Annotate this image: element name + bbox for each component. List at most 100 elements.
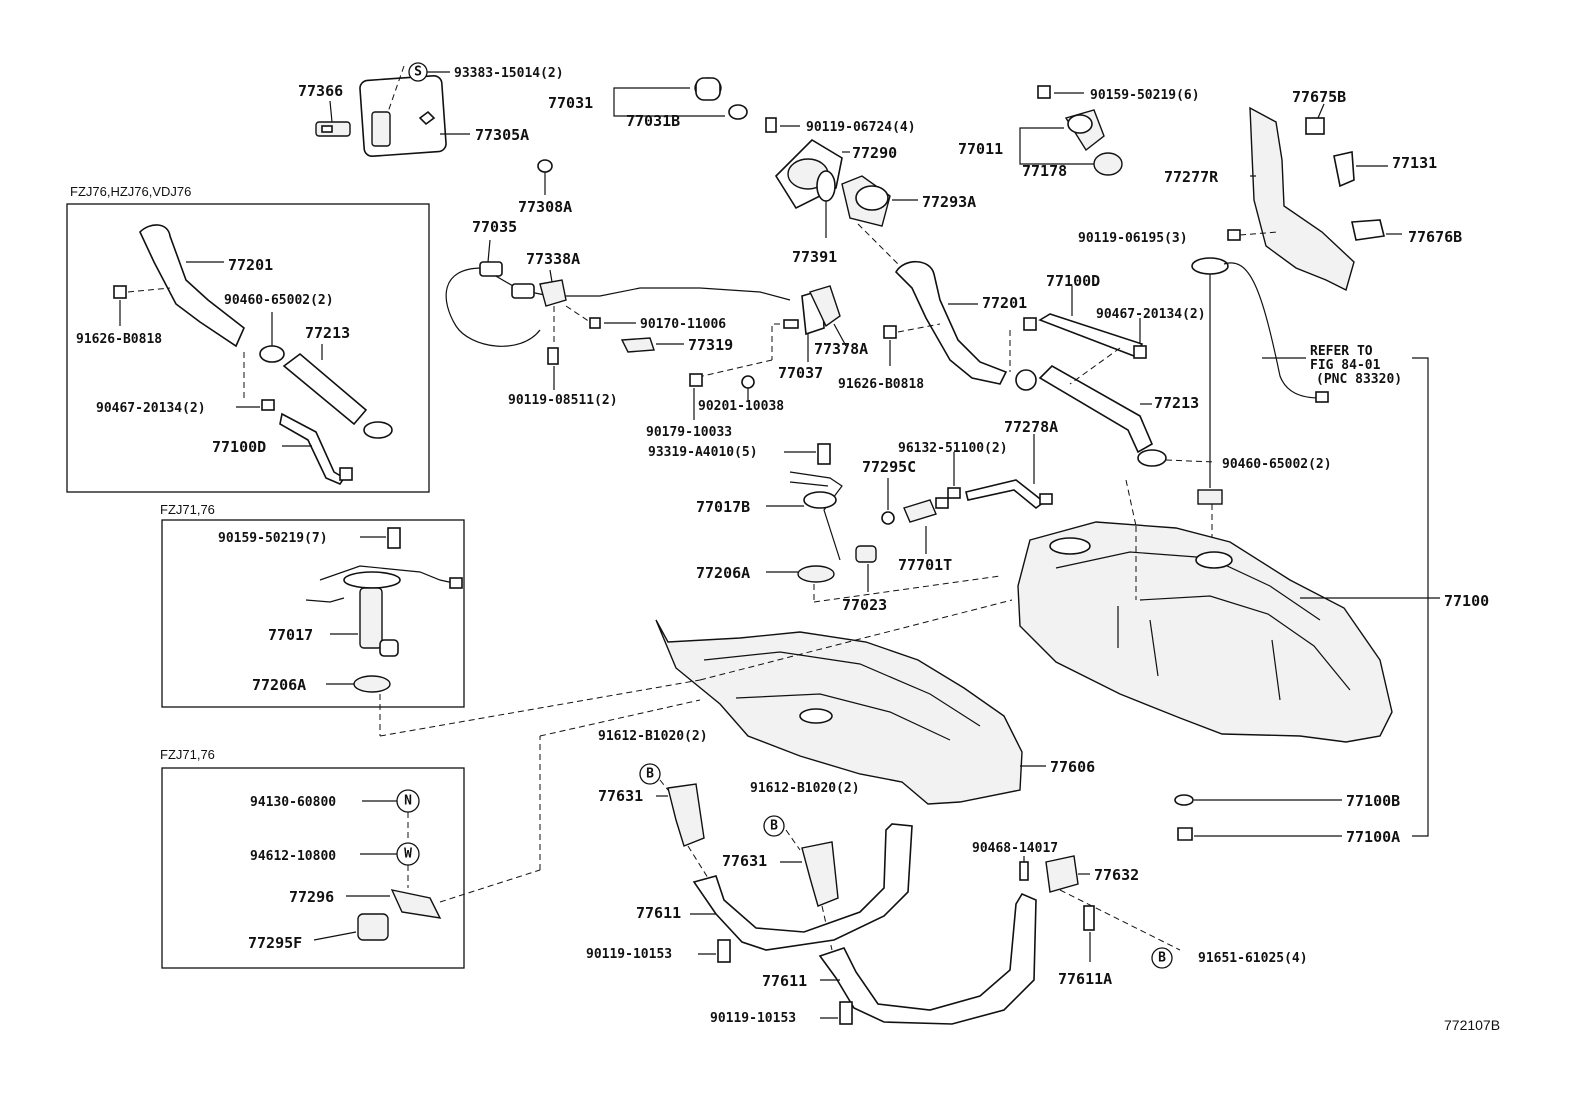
part-90119-06724-screw: 90119-06724(4) xyxy=(765,117,916,135)
part-77031-cap: 77031 77031B xyxy=(548,77,748,130)
label-77017B: 77017B xyxy=(696,498,750,516)
label-77308A: 77308A xyxy=(518,198,572,216)
part-77011-cap-assy: 90159-50219(6) 77011 77178 xyxy=(958,85,1200,180)
label-77305A: 77305A xyxy=(475,126,529,144)
part-77206A-gasket-main: 77206A xyxy=(696,564,835,583)
label-g1-90467-20134: 90467-20134(2) xyxy=(96,401,206,416)
label-g2-90159-50219: 90159-50219(7) xyxy=(218,531,328,546)
label-g3-77296: 77296 xyxy=(289,888,334,906)
label-77213-main: 77213 xyxy=(1154,394,1199,412)
part-91612-a: 91612-B1020(2) B xyxy=(598,729,708,801)
label-g1-91626-b0818: 91626-B0818 xyxy=(76,332,162,347)
label-77031B: 77031B xyxy=(626,112,680,130)
label-91612-b1020-b: 91612-B1020(2) xyxy=(750,781,860,796)
label-g3-77295F: 77295F xyxy=(248,934,302,952)
label-90159-50219-6: 90159-50219(6) xyxy=(1090,88,1200,103)
g2-part-90159-bolt: 90159-50219(7) xyxy=(218,527,401,549)
label-77295C: 77295C xyxy=(862,458,916,476)
label-77675B: 77675B xyxy=(1292,88,1346,106)
label-g1-77100D: 77100D xyxy=(212,438,266,456)
part-96132-clip: 96132-51100(2) xyxy=(898,441,1008,499)
g1-part-90467-clamp: 90467-20134(2) xyxy=(96,352,275,416)
label-77037: 77037 xyxy=(778,364,823,382)
label-91651-61025: 91651-61025(4) xyxy=(1198,951,1308,966)
part-77319-opener: 77319 xyxy=(620,336,733,354)
label-77631-b: 77631 xyxy=(722,852,767,870)
label-77293A: 77293A xyxy=(922,193,976,211)
g1-part-77100D-tube: 77100D xyxy=(212,412,353,485)
label-90467-20134-main: 90467-20134(2) xyxy=(1096,307,1206,322)
label-93383-15014: 93383-15014(2) xyxy=(454,66,564,81)
part-77278A-hose: 77278A xyxy=(965,418,1058,510)
label-g2-77206A: 77206A xyxy=(252,676,306,694)
label-77366: 77366 xyxy=(298,82,343,100)
g2-part-77017-pump: 77017 xyxy=(268,565,463,657)
label-77277R: 77277R xyxy=(1164,168,1219,186)
label-77031: 77031 xyxy=(548,94,593,112)
label-90468-14017: 90468-14017 xyxy=(972,841,1058,856)
label-77100A: 77100A xyxy=(1346,828,1400,846)
part-77391-ring: 77391 xyxy=(792,170,837,266)
g1-part-90460-clamp: 90460-65002(2) xyxy=(224,293,334,363)
label-g3-94612-10800: 94612-10800 xyxy=(250,849,336,864)
g3-symbol-n: N 94130-60800 xyxy=(250,789,420,842)
label-77011: 77011 xyxy=(958,140,1003,158)
label-77606: 77606 xyxy=(1050,758,1095,776)
part-sender-wiring xyxy=(1191,257,1329,548)
symbol-b: B xyxy=(770,819,778,834)
label-g3-94130-60800: 94130-60800 xyxy=(250,795,336,810)
part-77611-b-strap: 77611 90119-10153 xyxy=(710,892,1037,1026)
part-77295C-plug: 77295C xyxy=(862,458,916,525)
group-label: FZJ76,HZJ76,VDJ76 xyxy=(70,184,191,199)
part-90201-washer: 90201-10038 xyxy=(698,375,784,414)
g3-symbol-w: W 94612-10800 xyxy=(250,842,420,888)
part-77611A-bolt: 77611A xyxy=(1058,905,1112,988)
symbol-s: S xyxy=(414,65,422,80)
label-90119-06724: 90119-06724(4) xyxy=(806,120,916,135)
part-93319-screw: 93319-A4010(5) xyxy=(648,443,831,465)
label-77611-a: 77611 xyxy=(636,904,681,922)
g2-part-77206A-gasket: 77206A xyxy=(252,675,391,736)
label-77676B: 77676B xyxy=(1408,228,1462,246)
label-77131: 77131 xyxy=(1392,154,1437,172)
label-g1-77213: 77213 xyxy=(305,324,350,342)
label-90170-11006: 90170-11006 xyxy=(640,317,726,332)
g3-part-77295F-cushion: 77295F xyxy=(248,913,389,952)
refer-note: REFER TO FIG 84-01 (PNC 83320) xyxy=(1262,344,1429,837)
part-90179-nut: 90179-10033 xyxy=(646,373,732,440)
label-90119-06195: 90119-06195(3) xyxy=(1078,231,1188,246)
label-77278A: 77278A xyxy=(1004,418,1058,436)
part-77100D-tube-main: 77100D 90467-20134(2) xyxy=(1009,272,1206,372)
part-77308A: 77308A xyxy=(518,159,572,216)
label-77035: 77035 xyxy=(472,218,517,236)
group-box-fzj71-76-cushion: FZJ71,76 xyxy=(160,747,465,969)
g1-part-77213-hose: 77213 xyxy=(282,324,393,439)
label-77631-a: 77631 xyxy=(598,787,643,805)
part-77631-a-pad: 77631 xyxy=(598,783,709,879)
group-label: FZJ71,76 xyxy=(160,747,215,762)
label-77201-main: 77201 xyxy=(982,294,1027,312)
part-77017B-gauge: 77017B xyxy=(696,471,843,561)
label-77100: 77100 xyxy=(1444,592,1489,610)
part-77100-fuel-tank: 77100 xyxy=(1017,347,1489,743)
part-77100A-drain: 77100A xyxy=(1177,827,1400,846)
label-90119-10153-a: 90119-10153 xyxy=(586,947,672,962)
label-77391: 77391 xyxy=(792,248,837,266)
label-g1-90460-65002: 90460-65002(2) xyxy=(224,293,334,308)
label-90119-10153-b: 90119-10153 xyxy=(710,1011,796,1026)
part-77277R-protector: 77277R 77675B 77131 77676B 90119-06195(3… xyxy=(1078,88,1462,292)
group-box-fzj76-hzj76-vdj76: FZJ76,HZJ76,VDJ76 xyxy=(66,184,430,493)
label-77100D-main: 77100D xyxy=(1046,272,1100,290)
label-93319-a4010: 93319-A4010(5) xyxy=(648,445,758,460)
part-77213-hose-main: 77213 90460-65002(2) xyxy=(1015,365,1332,527)
symbol-w: W xyxy=(404,847,412,862)
part-77606-tank-protector: 77606 xyxy=(379,599,1095,805)
part-77100B-grommet: 77100B xyxy=(1174,792,1400,810)
label-91612-b1020-a: 91612-B1020(2) xyxy=(598,729,708,744)
label-90460-65002-main: 90460-65002(2) xyxy=(1222,457,1332,472)
g1-part-77201-inlet-pipe: 77201 91626-B0818 xyxy=(76,224,273,348)
label-g2-77017: 77017 xyxy=(268,626,313,644)
g3-part-77296-bracket: 77296 xyxy=(289,736,541,919)
label-77290: 77290 xyxy=(852,144,897,162)
part-77378A-bracket: 77378A xyxy=(809,285,868,358)
